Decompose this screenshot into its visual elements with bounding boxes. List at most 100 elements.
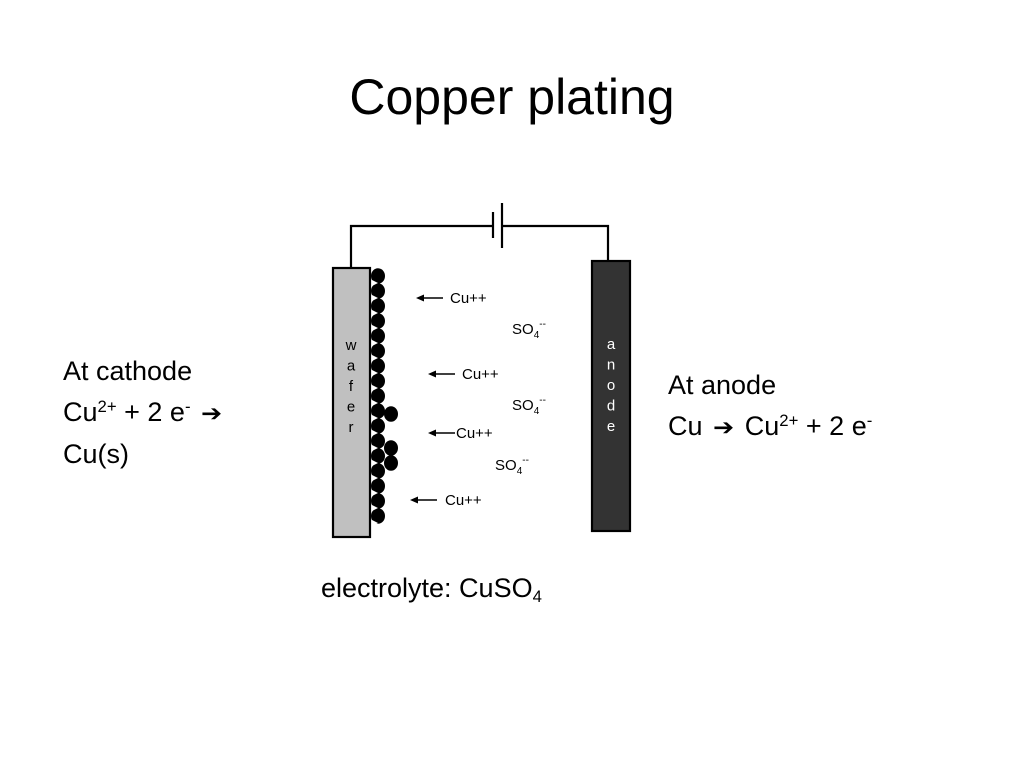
copper-atom	[371, 478, 385, 494]
sulfate-base: SO	[495, 457, 517, 474]
copper-ion: Cu++	[416, 290, 487, 307]
slide-title: Copper plating	[349, 69, 675, 125]
right-arrow-icon: ➔	[201, 400, 223, 426]
copper-atom	[371, 358, 385, 374]
anode-label-letter: d	[607, 398, 615, 415]
wafer-label-letter: r	[349, 419, 354, 436]
deposit-notch	[372, 505, 378, 511]
anode-label-letter: a	[607, 336, 616, 353]
cathode-species-charge: 2+	[97, 396, 117, 416]
anode-label-letter: n	[607, 357, 615, 374]
copper-atom	[371, 343, 385, 359]
anode-species-charge: 2+	[779, 410, 799, 430]
anode-label-letter: o	[607, 377, 615, 394]
copper-atom	[371, 448, 385, 464]
sulfate-subscript: 4	[534, 330, 540, 341]
copper-ions: Cu++ Cu++ Cu++ Cu++	[410, 290, 499, 509]
deposit-notch	[372, 415, 378, 421]
anode-electrons: + 2 e	[805, 411, 867, 441]
copper-atom	[371, 418, 385, 434]
copper-atom	[371, 388, 385, 404]
deposit-notch	[372, 295, 378, 301]
deposit-notch	[372, 355, 378, 361]
cathode-equation: Cu2+ + 2 e- ➔	[63, 392, 225, 434]
left-arrow-icon	[428, 370, 436, 378]
deposit-notch	[372, 460, 378, 466]
anode-label: anode	[607, 336, 616, 435]
copper-atom	[371, 268, 385, 284]
wafer-label-letter: e	[347, 399, 355, 416]
anode-reactant: Cu	[668, 411, 703, 441]
wafer-label-letter: a	[347, 358, 356, 375]
wafer-electrode	[331, 266, 372, 539]
deposit-notch	[372, 520, 378, 526]
electrolyte-label: electrolyte: CuSO4	[321, 568, 542, 608]
copper-ion-label: Cu++	[445, 492, 482, 509]
copper-atom	[371, 493, 385, 509]
deposit-notch	[372, 445, 378, 451]
anode-electrode	[590, 259, 632, 533]
deposit-notch	[372, 325, 378, 331]
copper-atom	[371, 508, 385, 524]
sulfate-charge: --	[522, 455, 529, 466]
copper-atom	[384, 455, 398, 471]
copper-atom	[371, 463, 385, 479]
sulfate-base: SO	[512, 321, 534, 338]
cathode-heading: At cathode	[63, 356, 193, 386]
sulfate-base: SO	[512, 397, 534, 414]
cathode-species: Cu	[63, 397, 98, 427]
electrolyte-text: electrolyte: CuSO	[321, 573, 533, 603]
copper-atom	[371, 373, 385, 389]
deposit-notch	[372, 280, 378, 286]
deposit-notch	[372, 370, 378, 376]
right-arrow-icon: ➔	[713, 414, 735, 440]
copper-ion-label: Cu++	[450, 290, 487, 307]
sulfate-ion-label: SO4--	[512, 395, 546, 417]
sulfate-charge: --	[539, 319, 546, 330]
sulfate-ion-label: SO4--	[495, 455, 529, 477]
copper-atom	[371, 298, 385, 314]
deposit-notch	[372, 385, 378, 391]
copper-deposit	[371, 268, 398, 526]
anode-wire	[502, 224, 610, 262]
copper-ion-label: Cu++	[462, 366, 499, 383]
anode-equation: Cu ➔ Cu2+ + 2 e-	[668, 406, 872, 448]
deposit-notch	[372, 400, 378, 406]
cathode-reaction: At cathode Cu2+ + 2 e- ➔ Cu(s)	[63, 351, 225, 475]
sulfate-ion-label: SO4--	[512, 319, 546, 341]
wafer-label-letter: f	[349, 378, 354, 395]
sulfate-ions: SO4--SO4--SO4--	[495, 319, 546, 477]
cathode-electrons: + 2 e	[124, 397, 185, 427]
copper-atom	[384, 406, 398, 422]
left-arrow-icon	[410, 496, 418, 504]
sulfate-subscript: 4	[517, 466, 523, 477]
copper-ion: Cu++	[410, 492, 482, 509]
cathode-electron-charge: -	[184, 396, 191, 416]
anode-electron-charge: -	[866, 410, 873, 430]
left-arrow-icon	[428, 429, 436, 437]
anode-reaction: At anode Cu ➔ Cu2+ + 2 e-	[668, 365, 872, 448]
electrolyte-subscript: 4	[532, 587, 542, 607]
anode-species: Cu	[744, 411, 780, 441]
anode-heading: At anode	[668, 370, 777, 400]
sulfate-subscript: 4	[534, 406, 540, 417]
deposit-notch	[372, 475, 378, 481]
copper-ion: Cu++	[428, 425, 493, 442]
wafer-label-letter: w	[345, 337, 357, 354]
copper-atom	[371, 283, 385, 299]
copper-atom	[371, 313, 385, 329]
deposit-notch	[372, 430, 378, 436]
anode-label-letter: e	[607, 418, 615, 435]
circuit-wire	[349, 224, 610, 268]
cathode-product: Cu(s)	[63, 439, 129, 469]
battery-icon	[491, 203, 504, 248]
cathode-wire	[349, 224, 493, 268]
left-arrow-icon	[416, 294, 424, 302]
copper-atom	[371, 328, 385, 344]
copper-ion-label: Cu++	[456, 425, 493, 442]
deposit-notch	[372, 340, 378, 346]
copper-atom	[371, 403, 385, 419]
copper-atom	[384, 440, 398, 456]
